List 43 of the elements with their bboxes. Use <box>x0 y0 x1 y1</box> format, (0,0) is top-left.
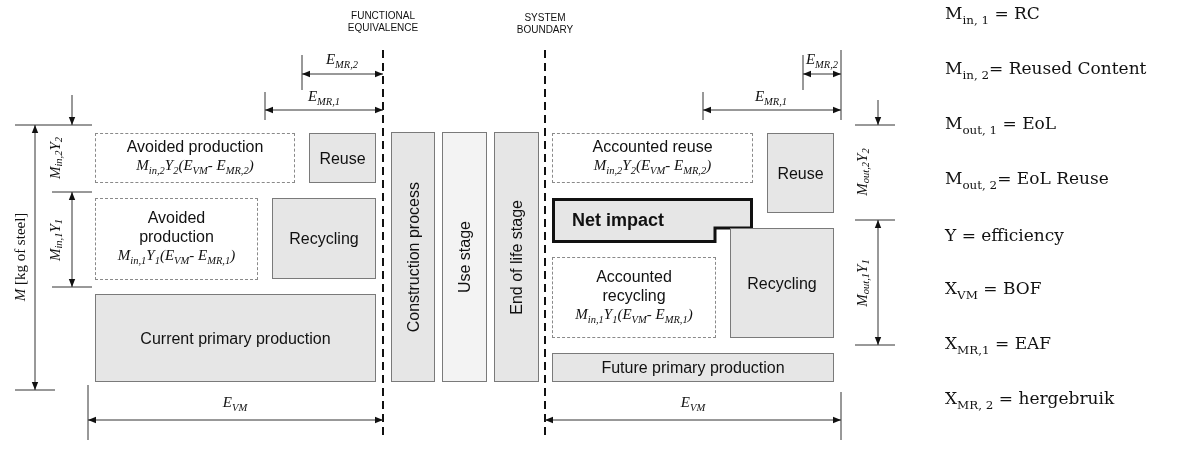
box-label: Reuse <box>777 163 824 183</box>
avoided-production-box <box>95 198 258 280</box>
box-label: Accounted recycling <box>595 266 673 305</box>
reuse-box <box>309 133 376 183</box>
boundary-label: SYSTEM BOUNDARY <box>515 12 575 36</box>
box-label: Construction process <box>403 181 423 333</box>
net-impact-box <box>552 198 753 243</box>
recycling-box <box>272 198 376 279</box>
formula: M$_{in,2}$Y$_{2}$(E$_{VM}$- E$_{MR,2}$) <box>593 155 712 178</box>
definition-text: M$_{in, 1}$ = RC <box>945 3 1040 27</box>
primary-production-box <box>95 294 376 382</box>
box-label: Avoided production <box>138 208 215 246</box>
definition-text: Y = efficiency <box>945 225 1064 245</box>
stage-box <box>391 132 435 382</box>
definition-text: M$_{out, 1}$ = EoL <box>945 113 1057 137</box>
stage-box <box>442 132 487 382</box>
formula: M$_{in,2}$Y$_{2}$(E$_{VM}$- E$_{MR,2}$) <box>136 155 254 178</box>
box-label: Future primary production <box>601 358 785 377</box>
box-label: Recycling <box>747 273 817 293</box>
axis-label: M [kg of steel] <box>11 212 29 302</box>
box-label: End of life stage <box>507 199 526 315</box>
reuse-box <box>767 133 834 213</box>
box-label: Recycling <box>289 229 359 248</box>
box-label: Current primary production <box>140 328 331 348</box>
definition-text: X$_{VM}$ = BOF <box>945 278 1042 302</box>
box-label: Avoided production <box>126 136 264 156</box>
accounted-recycling-box <box>552 257 716 338</box>
stage-box <box>494 132 539 382</box>
primary-production-box <box>552 353 834 382</box>
recycling-box <box>730 228 834 338</box>
box-label: Net impact <box>572 211 665 230</box>
accounted-reuse-box <box>552 133 753 183</box>
formula: M$_{in,1}$Y$_{1}$(E$_{VM}$- E$_{MR,1}$) <box>117 246 236 268</box>
box-label: Reuse <box>319 148 366 168</box>
definition-text: X$_{MR,1}$ = EAF <box>945 333 1052 357</box>
boundary-label: FUNCTIONAL EQUIVALENCE <box>346 10 420 34</box>
definition-text: M$_{in, 2}$= Reused Content <box>945 58 1147 82</box>
avoided-production-box <box>95 133 295 183</box>
box-label: Accounted reuse <box>592 136 713 156</box>
definition-text: X$_{MR, 2}$ = hergebruik <box>945 388 1115 412</box>
definition-text: M$_{out, 2}$= EoL Reuse <box>945 168 1109 192</box>
box-label: Use stage <box>455 220 474 293</box>
formula: M$_{in,1}$Y$_{1}$(E$_{VM}$- E$_{MR,1}$) <box>575 304 693 327</box>
